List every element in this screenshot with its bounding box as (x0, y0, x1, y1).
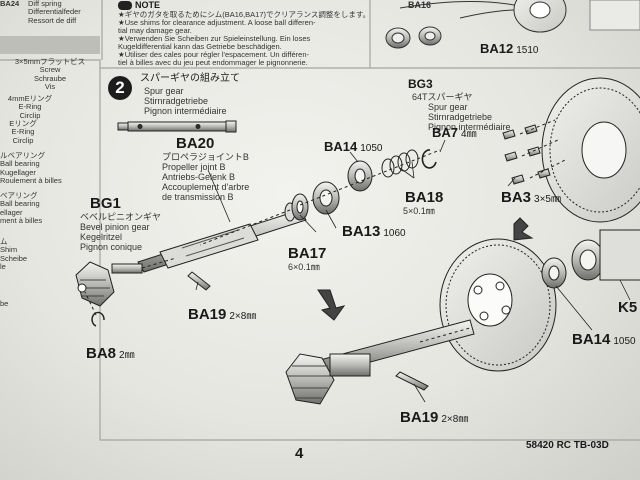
label-ba16-partial: BA16 (408, 0, 432, 10)
label-ba20-de: Antriebs-Gelenk B (162, 172, 236, 182)
left-part-desc: 4mmEリング E-Ring Circlip (7, 94, 53, 120)
propeller-joint-loose (117, 120, 237, 133)
label-ba20-fr: Accouplement d'arbre (162, 182, 250, 192)
step-title-en: Spur gear (144, 86, 184, 96)
top-right-parts (385, 0, 640, 49)
note-line: ★Verwenden Sie Scheiben zur Spieleinstel… (118, 34, 311, 43)
step-title-de: Stirnradgetriebe (144, 96, 209, 106)
left-gray-bar (0, 36, 100, 54)
left-part-code: BA24 (0, 0, 20, 8)
label-bg3-de: Stirnradgetriebe (428, 112, 493, 122)
label-ba20: BA20 (176, 135, 215, 152)
screws (502, 119, 566, 185)
label-ba20-jp: プロペラジョイントB (162, 152, 249, 162)
label-bg1-en: Bevel pinion gear (80, 222, 150, 232)
leader-lines (195, 139, 631, 403)
shaft-assembly (137, 149, 441, 273)
left-part-desc: ベアリング Ball bearing ellager ment à billes (0, 191, 43, 226)
label-bg3: BG3 (408, 77, 433, 91)
step-title-fr: Pignon intermédiaire (144, 106, 227, 116)
note-line: tiel à billes avec du jeu peut endommage… (118, 58, 308, 67)
note-heading: NOTE (118, 0, 160, 11)
model-number: 58420 RC TB-03D (526, 440, 609, 451)
label-ba20-fr2: de transmission B (162, 192, 234, 202)
bevel-pinion-top (75, 257, 211, 327)
label-bg3-jp: 64Tスパーギヤ (412, 92, 473, 102)
note-icon (118, 1, 132, 11)
note-line: tial may damage gear. (118, 26, 192, 35)
label-ba18-size: 5×0.1㎜ (403, 206, 435, 216)
arrows (317, 217, 534, 321)
left-part-desc: 3×5mmフラットビス Screw Schraube Vis (14, 57, 86, 92)
spur-gear-top (541, 77, 640, 223)
left-part-desc: ルベアリング Ball bearing Kugellager Roulement… (0, 151, 62, 186)
label-bg3-en: Spur gear (428, 102, 468, 112)
label-k5: K5 (618, 299, 638, 316)
shaft-bottom (285, 319, 475, 405)
left-part-desc: Diff spring Differentialfeder Ressort de… (28, 0, 81, 25)
label-ba20-en: Propeller joint B (162, 162, 226, 172)
note-line: ★Use shims for clearance adjustment. A l… (118, 18, 316, 27)
label-bg3-fr: Pignon intermédiaire (428, 122, 511, 132)
note-line: Kugeldifferential kann das Getriebe besc… (118, 42, 282, 51)
label-bg1-fr: Pignon conique (80, 242, 143, 252)
panel-borders (0, 0, 640, 441)
note-line: ★Utiliser des cales pour régler l'espace… (118, 50, 310, 59)
left-part-desc: be (0, 299, 9, 308)
left-part-desc: ム Shim Scheibe le (0, 237, 28, 272)
label-bg1: BG1 (90, 195, 121, 212)
label-ba18: BA18 (405, 189, 444, 206)
step-number-badge: 2 (108, 76, 132, 100)
spur-gear-bottom (439, 229, 640, 372)
note-line: ★ギヤのガタを取るためにシム(BA16,BA17)でクリアランス調整をします。 (118, 10, 371, 19)
label-bg1-de: Kegelritzel (80, 232, 123, 242)
label-ba17: BA17 (288, 245, 327, 262)
label-ba17-size: 6×0.1㎜ (288, 262, 320, 272)
page-number: 4 (295, 445, 304, 462)
left-part-desc: Eリング E-Ring Circlip (9, 119, 37, 145)
step-title-jp: スパーギヤの組み立て (140, 73, 240, 84)
label-bg1-jp: ベベルピニオンギヤ (80, 212, 162, 222)
